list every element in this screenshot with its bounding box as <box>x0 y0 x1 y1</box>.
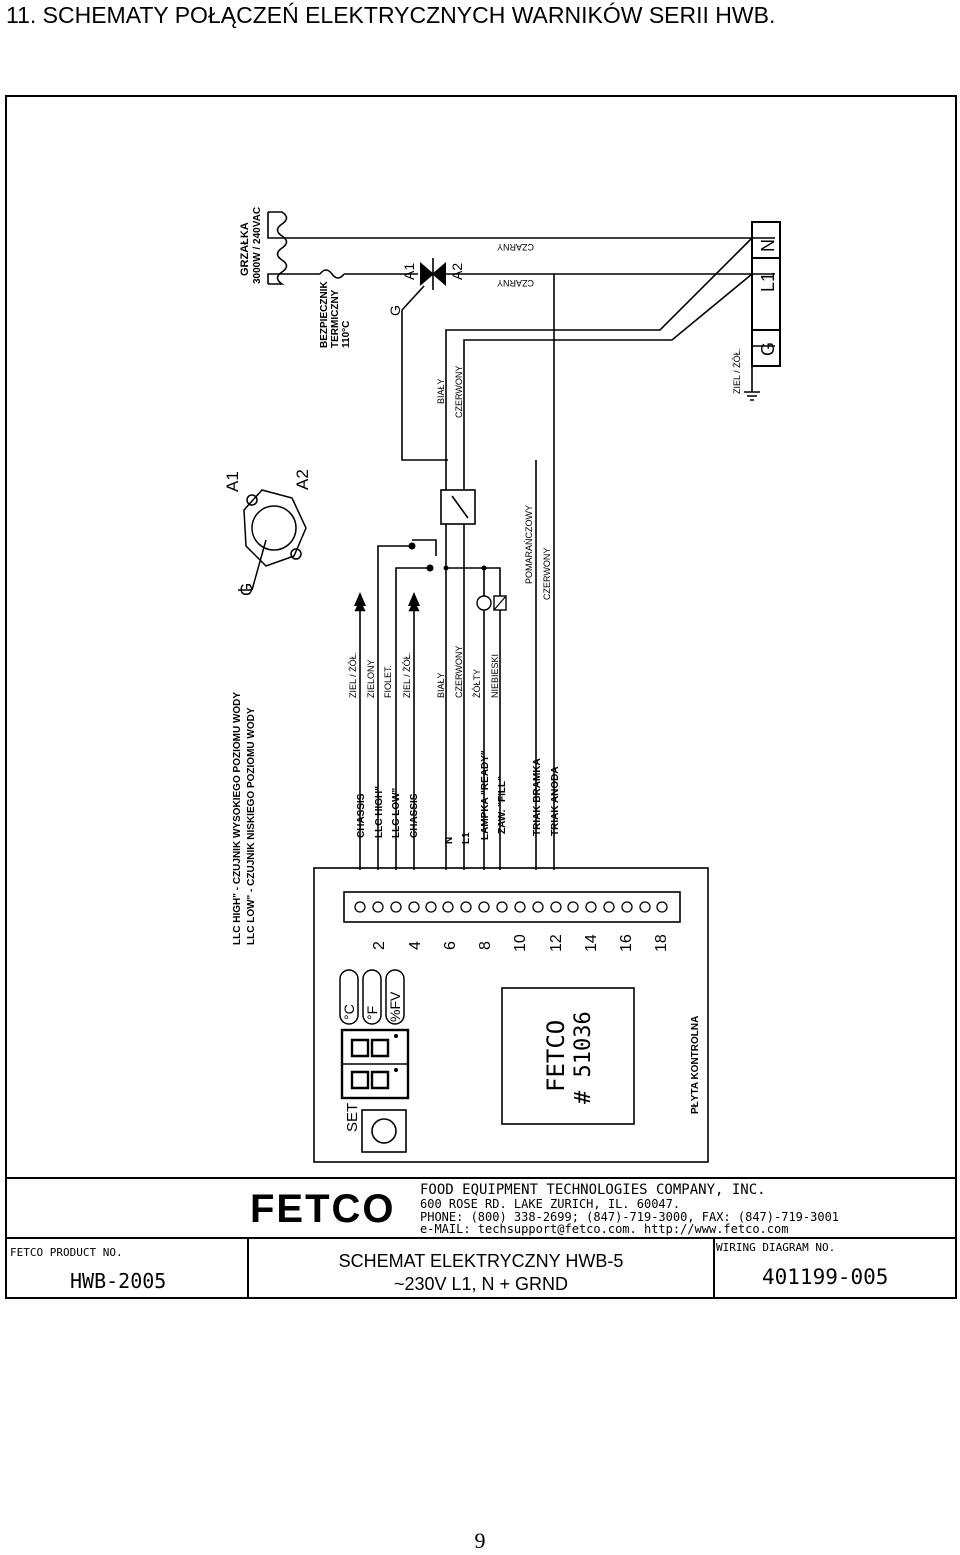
diagram-title-2: ~230V L1, N + GRND <box>394 1274 568 1294</box>
rotated-labels: GRZAŁKA 3000W / 240VAC BEZPIECZNIK TERMI… <box>223 207 778 945</box>
set-label: SET <box>344 1103 361 1132</box>
signal-9: TRIAK ANODA <box>550 766 561 836</box>
fuse-line2: TERMICZNY <box>330 289 341 348</box>
pkg-a2-label: A2 <box>293 469 312 490</box>
wire-lower-1: ZIELONY <box>366 659 376 698</box>
wire-heater-fuse <box>267 273 320 284</box>
pin-2: 2 <box>371 941 388 950</box>
diagram-no-label: WIRING DIAGRAM NO. <box>716 1241 835 1254</box>
wire-bialy <box>445 237 753 490</box>
triac-package-icon <box>238 489 307 591</box>
company-name: FOOD EQUIPMENT TECHNOLOGIES COMPANY, INC… <box>420 1182 766 1198</box>
fuse-line3: 110°C <box>341 321 352 348</box>
llc-high-wire <box>377 545 412 870</box>
signal-6: LAMPKA "READY" <box>480 750 491 840</box>
wire-lower-5: CZERWONY <box>454 646 464 698</box>
heater-name: GRZAŁKA <box>239 222 251 276</box>
diagram-no: 401199-005 <box>762 1265 888 1289</box>
llc-low-wire <box>395 567 430 870</box>
board-label: PŁYTA KONTROLNA <box>690 1016 701 1114</box>
switch-box <box>440 489 476 525</box>
fill-valve-icon <box>493 595 507 611</box>
unit-f-indicator <box>362 969 382 1025</box>
wire-czarny-top <box>267 212 758 239</box>
pkg-a1-label: A1 <box>223 471 242 492</box>
company-phone: PHONE: (800) 338-2699; (847)-719-3000, F… <box>420 1210 839 1224</box>
company-email: e-MAIL: techsupport@fetco.com. http://ww… <box>420 1222 788 1236</box>
pin-4: 4 <box>407 941 424 950</box>
signal-0: CHASSIS <box>356 793 367 838</box>
unit-f: °F <box>364 1006 380 1020</box>
pin-header <box>343 891 681 923</box>
page-number: 9 <box>474 1528 486 1553</box>
heater-coil <box>268 211 288 285</box>
controller-chip <box>501 987 635 1125</box>
pin-10: 10 <box>512 934 529 952</box>
wire-label-bialy: BIAŁY <box>436 378 446 404</box>
wire-label-czerwony: CZERWONY <box>454 366 464 418</box>
wire-lower-4: BIAŁY <box>436 672 446 698</box>
chip-number: # 51036 <box>571 1011 596 1104</box>
wire-lower-2: FIOLET. <box>383 665 393 698</box>
title-block: FETCO FOOD EQUIPMENT TECHNOLOGIES COMPAN… <box>10 1182 888 1294</box>
signal-4: N <box>444 837 455 844</box>
signal-1: LLC HIGH" <box>374 786 385 838</box>
heater-rating: 3000W / 240VAC <box>252 207 263 284</box>
triac-g-label: G <box>387 305 403 316</box>
terminal-block <box>751 221 781 367</box>
signal-8: TRIAK BRAMKA <box>532 758 543 836</box>
set-button[interactable] <box>361 1109 407 1153</box>
term-ground-wire: ZIEL / ŻÓŁ. <box>732 348 742 394</box>
seven-segment-display <box>340 1028 410 1100</box>
pin-14: 14 <box>583 934 600 952</box>
triac-a2-label: A2 <box>449 263 465 280</box>
page-heading: 11. SCHEMATY POŁĄCZEŃ ELEKTRYCZNYCH WARN… <box>6 2 776 28</box>
fuse-line1: BEZPIECZNIK <box>319 281 330 348</box>
wires <box>267 211 775 870</box>
ready-lamp-icon <box>476 595 492 611</box>
chip-brand: FETCO <box>542 1020 570 1092</box>
signal-3: CHASSIS <box>409 793 420 838</box>
wire-label-pomaranczowy: POMARAŃCZOWY <box>524 505 534 584</box>
unit-c-indicator <box>339 969 359 1025</box>
term-l1-label: L1 <box>758 272 778 292</box>
signal-2: LLC LOW" <box>391 787 402 838</box>
wire-lower-6: ŻÓŁTY <box>472 669 482 698</box>
pkg-g-label: G <box>237 583 256 596</box>
term-g-label: G <box>758 342 778 356</box>
product-no-label: FETCO PRODUCT NO. <box>10 1246 123 1259</box>
pin-6: 6 <box>442 941 459 950</box>
signal-5: L1 <box>461 832 472 844</box>
legend-llc-low: LLC LOW" - CZUJNIK NISKIEGO POZIOMU WODY <box>246 707 257 945</box>
wire-czerwony <box>463 273 753 490</box>
term-n-label: N <box>758 239 778 252</box>
control-board: 2 4 6 8 10 12 14 16 18 °C °F %FV <box>313 867 709 1163</box>
wire-label-czarny-bottom: CZARNY <box>497 278 534 288</box>
pin-18: 18 <box>653 934 670 952</box>
fetco-logo: FETCO <box>250 1187 396 1231</box>
drawing-frame <box>5 95 957 1299</box>
wire-lower-0: ZIEL / ŻÓŁ. <box>348 652 358 698</box>
company-address: 600 ROSE RD. LAKE ZURICH, IL. 60047. <box>420 1197 680 1211</box>
wire-lower-7: NIEBIESKI <box>490 654 500 698</box>
triac-a1-label: A1 <box>401 263 417 280</box>
wire-label-czerwony-right: CZERWONY <box>542 548 552 600</box>
unit-fv-indicator <box>385 969 405 1025</box>
wire-lower-3: ZIEL / ŻÓŁ. <box>402 652 412 698</box>
pin-12: 12 <box>548 934 565 952</box>
triac-icon <box>420 258 446 290</box>
product-no: HWB-2005 <box>70 1269 166 1293</box>
pin-16: 16 <box>618 934 635 952</box>
unit-fv: %FV <box>387 991 403 1022</box>
thermal-fuse-symbol <box>319 269 345 279</box>
pin-8: 8 <box>477 941 494 950</box>
diagram-title-1: SCHEMAT ELEKTRYCZNY HWB-5 <box>339 1251 624 1271</box>
unit-c: °C <box>341 1004 357 1020</box>
signal-7: ZAW. "FILL" <box>497 776 508 834</box>
wire-gate <box>401 285 448 461</box>
legend-llc-high: LLC HIGH" - CZUJNIK WYSOKIEGO POZIOMU WO… <box>232 692 243 945</box>
wire-label-czarny-top: CZARNY <box>497 242 534 252</box>
